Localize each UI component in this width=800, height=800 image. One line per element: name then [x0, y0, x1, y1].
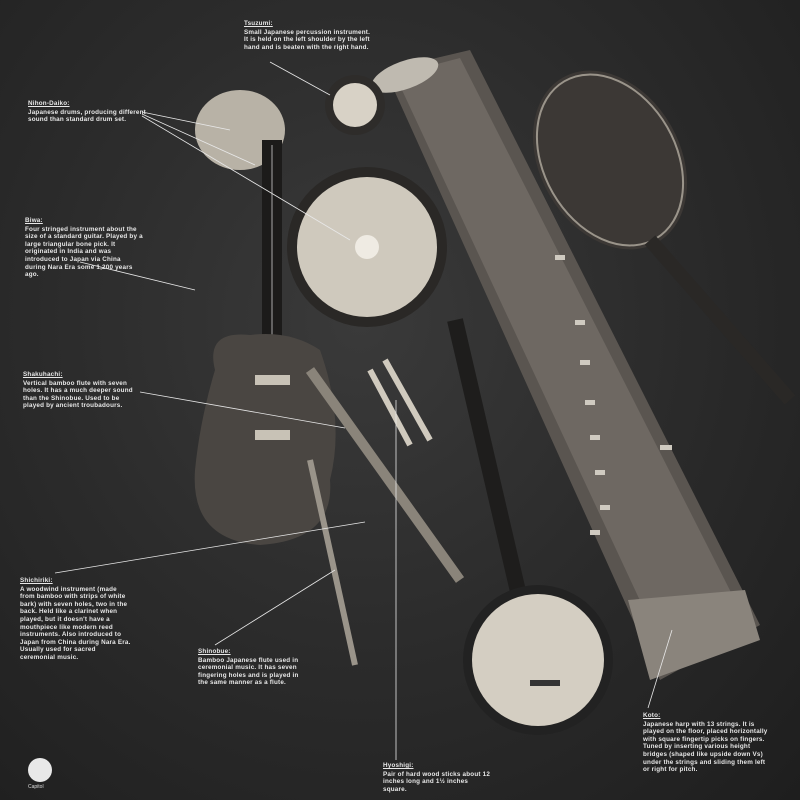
annotation-title: Biwa:	[25, 217, 43, 224]
annotation-title: Tsuzumi:	[244, 20, 273, 27]
annotation-title: Shakuhachi:	[23, 371, 63, 378]
logo-label: Capitol	[28, 784, 44, 790]
annotation-shakuhachi: Shakuhachi: Vertical bamboo flute with s…	[23, 371, 138, 410]
tsuzumi-drum	[325, 75, 385, 135]
drum-center	[287, 167, 447, 327]
electric-guitar	[194, 140, 336, 545]
annotation-hyoshigi: Hyoshigi: Pair of hard wood sticks about…	[383, 762, 493, 793]
annotation-text: Four stringed instrument about the size …	[25, 225, 143, 279]
shichiriki	[307, 459, 358, 666]
capitol-logo: Capitol	[28, 758, 52, 790]
hyoshigi-stick	[367, 368, 413, 447]
annotation-koto: Koto: Japanese harp with 13 strings. It …	[643, 712, 771, 774]
annotation-text: Bamboo Japanese flute used in ceremonial…	[198, 656, 299, 687]
annotation-text: A woodwind instrument (made from bamboo …	[20, 585, 131, 661]
annotation-title: Nihon-Daiko:	[28, 100, 70, 107]
annotation-title: Koto:	[643, 712, 661, 719]
annotation-shichiriki: Shichiriki: A woodwind instrument (made …	[20, 577, 132, 662]
annotation-text: Japanese harp with 13 strings. It is pla…	[643, 720, 768, 774]
koto	[371, 50, 760, 680]
annotation-title: Shichiriki:	[20, 577, 53, 584]
annotation-nihon-daiko: Nihon-Daiko: Japanese drums, producing d…	[28, 100, 146, 124]
leader-lines	[54, 61, 673, 760]
annotation-text: Vertical bamboo flute with seven holes. …	[23, 379, 133, 410]
shakuhachi	[305, 367, 465, 583]
hyoshigi-stick	[382, 358, 433, 442]
acoustic-guitar	[532, 70, 796, 405]
annotation-text: Small Japanese percussion instrument. It…	[244, 28, 371, 51]
annotation-title: Shinobue:	[198, 648, 231, 655]
annotation-title: Hyoshigi:	[383, 762, 414, 769]
banjo	[447, 318, 613, 735]
annotation-tsuzumi: Tsuzumi: Small Japanese percussion instr…	[244, 20, 376, 51]
annotation-biwa: Biwa: Four stringed instrument about the…	[25, 217, 143, 279]
annotation-text: Japanese drums, producing different soun…	[28, 108, 146, 124]
annotation-shinobue: Shinobue: Bamboo Japanese flute used in …	[198, 648, 306, 687]
annotation-text: Pair of hard wood sticks about 12 inches…	[383, 770, 491, 793]
